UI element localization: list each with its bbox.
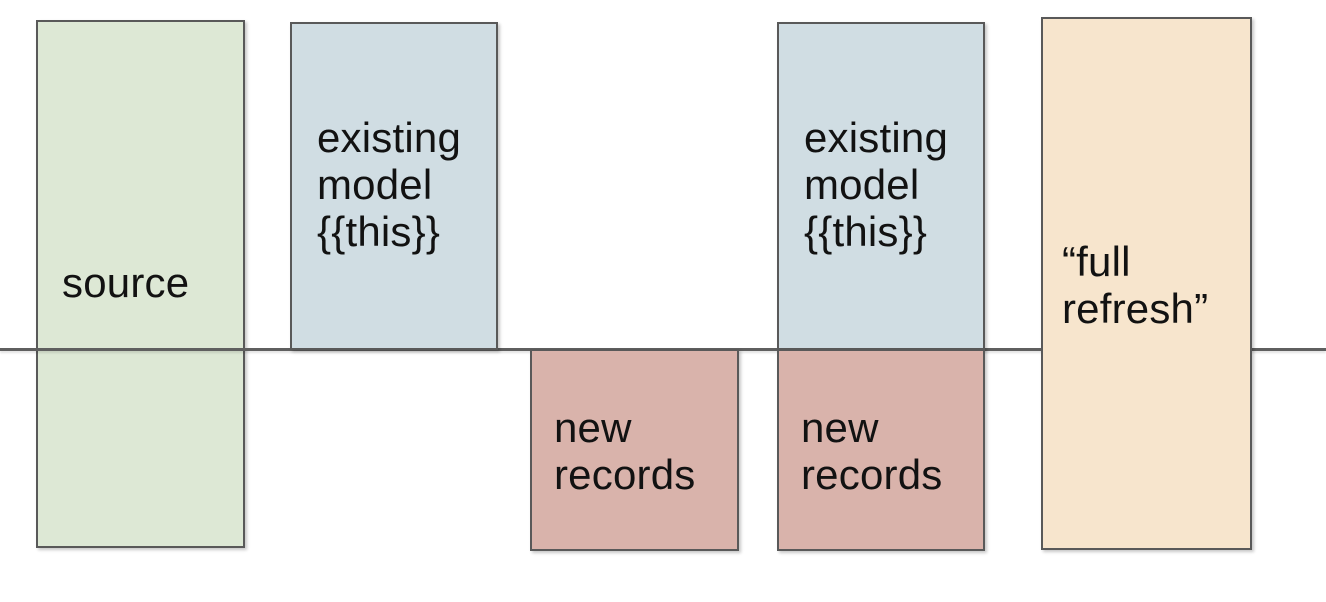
- new-records-label-2: new records: [801, 404, 943, 498]
- existing-model-box-1: existing model {{this}}: [290, 22, 498, 350]
- source-label: source: [62, 259, 190, 306]
- full-refresh-box: “full refresh”: [1041, 17, 1252, 550]
- source-box: source: [36, 20, 245, 548]
- existing-model-label-1: existing model {{this}}: [317, 114, 462, 255]
- full-refresh-label: “full refresh”: [1062, 238, 1209, 332]
- new-records-box-2: new records: [777, 349, 985, 551]
- new-records-box-1: new records: [530, 349, 739, 551]
- existing-model-box-2: existing model {{this}}: [777, 22, 985, 350]
- new-records-label-1: new records: [554, 404, 696, 498]
- existing-model-label-2: existing model {{this}}: [804, 114, 949, 255]
